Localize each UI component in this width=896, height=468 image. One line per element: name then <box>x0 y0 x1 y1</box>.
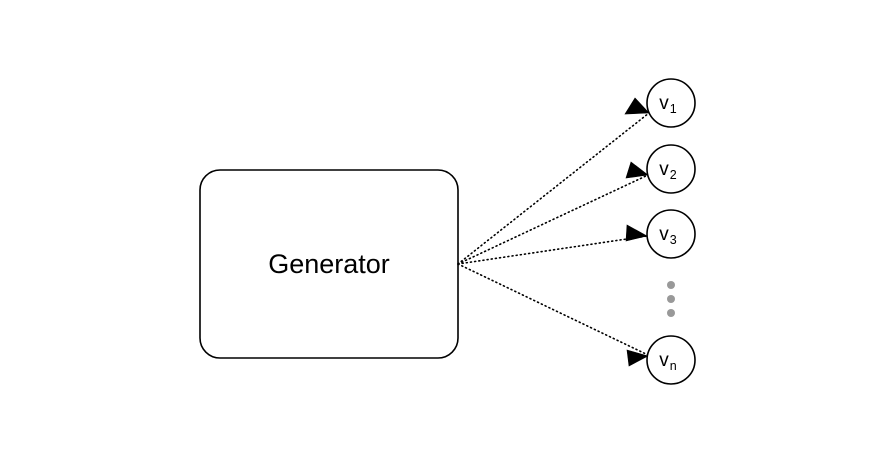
arrowhead-v2-icon <box>625 161 649 179</box>
node-subscript-v3: 3 <box>670 233 677 247</box>
node-subscript-v1: 1 <box>670 102 677 116</box>
edge-generator-to-v2 <box>457 174 649 265</box>
ellipsis-dot-2 <box>667 295 675 303</box>
ellipsis-dot-3 <box>667 309 675 317</box>
node-base-v2: v <box>659 159 669 180</box>
edge-generator-to-vn <box>457 263 649 356</box>
edge-generator-to-v3 <box>457 235 648 265</box>
edges-group <box>457 112 650 356</box>
edge-generator-to-v1 <box>457 112 650 265</box>
node-subscript-v2: 2 <box>670 168 677 182</box>
arrowhead-v3-icon <box>625 224 648 242</box>
node-v3[interactable]: v3 <box>646 209 696 259</box>
node-v2[interactable]: v2 <box>646 144 696 194</box>
node-circle-v3[interactable] <box>646 209 696 259</box>
ellipsis-dot-1 <box>667 281 675 289</box>
generator-label: Generator <box>268 249 390 279</box>
arrowhead-vn-icon <box>626 349 649 367</box>
node-label-vn: vn <box>659 350 677 373</box>
node-base-v3: v <box>659 224 669 245</box>
node-v1[interactable]: v1 <box>646 78 696 128</box>
node-vn[interactable]: vn <box>646 335 696 385</box>
node-circle-vn[interactable] <box>646 335 696 385</box>
vertical-ellipsis-icon <box>667 281 675 317</box>
node-label-v3: v3 <box>659 224 677 247</box>
arrowhead-v1-icon <box>624 97 650 115</box>
generator-block[interactable]: Generator <box>199 169 459 359</box>
node-base-vn: v <box>659 350 669 371</box>
node-base-v1: v <box>659 93 669 114</box>
node-circle-v2[interactable] <box>646 144 696 194</box>
node-label-v1: v1 <box>659 93 677 116</box>
node-subscript-vn: n <box>670 359 677 373</box>
node-circle-v1[interactable] <box>646 78 696 128</box>
node-label-v2: v2 <box>659 159 677 182</box>
arrowheads-group <box>624 97 650 367</box>
